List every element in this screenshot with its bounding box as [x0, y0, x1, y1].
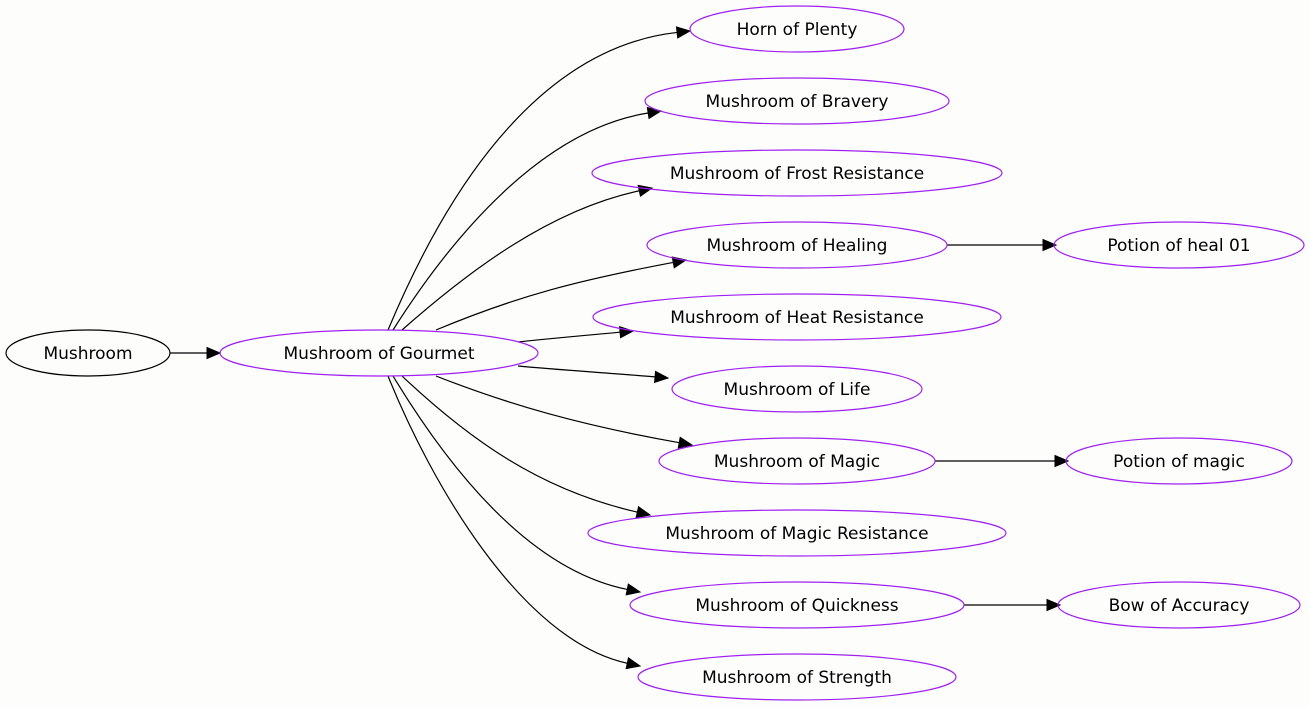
node-label: Mushroom of Magic [714, 452, 880, 472]
edge-healing-to-heal01 [947, 238, 1058, 252]
node-label: Potion of magic [1113, 452, 1245, 472]
node-ellipse [591, 149, 1003, 197]
edge-arrowhead [635, 505, 652, 519]
edge-arrowhead [675, 26, 692, 39]
edge-quickness-to-bow [964, 598, 1062, 612]
node-label: Mushroom of Gourmet [284, 344, 475, 364]
node-ellipse [644, 77, 950, 125]
node-ellipse [637, 653, 957, 701]
edge-gourmet-to-horn [387, 26, 692, 331]
edge-arrowhead [1054, 454, 1070, 468]
node-label: Mushroom of Frost Resistance [670, 164, 924, 184]
edge-line [435, 375, 680, 444]
edge-magic-to-potionmagic [935, 454, 1070, 468]
edge-line [392, 375, 628, 591]
node-strength: Mushroom of Strength [637, 653, 957, 701]
node-ellipse [592, 293, 1002, 341]
node-label: Mushroom [43, 344, 132, 364]
node-mushroom: Mushroom [5, 329, 171, 377]
edge-gourmet-to-life [517, 365, 670, 384]
edge-gourmet-to-strength [387, 375, 642, 670]
node-label: Mushroom of Bravery [706, 92, 889, 112]
edge-gourmet-to-quickness [392, 375, 642, 596]
edge-arrowhead [1046, 598, 1062, 612]
node-bravery: Mushroom of Bravery [644, 77, 950, 125]
edge-line [435, 261, 674, 331]
edges-layer [170, 26, 1070, 670]
node-horn: Horn of Plenty [689, 5, 905, 53]
edge-line [387, 31, 678, 331]
node-label: Mushroom of Life [724, 380, 871, 400]
edge-arrowhead [625, 583, 642, 596]
node-ellipse [5, 329, 171, 377]
node-label: Mushroom of Heat Resistance [670, 308, 924, 328]
node-ellipse [219, 329, 539, 377]
node-gourmet: Mushroom of Gourmet [219, 329, 539, 377]
node-heat: Mushroom of Heat Resistance [592, 293, 1002, 341]
node-label: Bow of Accuracy [1109, 596, 1250, 616]
node-life: Mushroom of Life [671, 365, 923, 413]
edge-line [392, 112, 649, 331]
node-ellipse [1053, 221, 1305, 269]
node-ellipse [671, 365, 923, 413]
edge-gourmet-to-frost [401, 184, 654, 331]
node-healing: Mushroom of Healing [646, 221, 948, 269]
node-potionmagic: Potion of magic [1065, 437, 1293, 485]
node-ellipse [646, 221, 948, 269]
node-ellipse [658, 437, 936, 485]
node-label: Mushroom of Strength [702, 668, 892, 688]
node-label: Potion of heal 01 [1107, 236, 1250, 256]
node-label: Mushroom of Magic Resistance [665, 524, 928, 544]
node-quickness: Mushroom of Quickness [629, 581, 965, 629]
node-ellipse [1065, 437, 1293, 485]
node-label: Horn of Plenty [737, 20, 858, 40]
edge-gourmet-to-healing [435, 256, 688, 331]
node-magicres: Mushroom of Magic Resistance [587, 509, 1007, 557]
node-label: Mushroom of Quickness [695, 596, 898, 616]
edge-arrowhead [1042, 238, 1058, 252]
edge-line [517, 331, 621, 343]
edge-gourmet-to-magicres [401, 375, 652, 519]
edge-gourmet-to-magic [435, 375, 694, 449]
node-ellipse [1057, 581, 1301, 629]
node-label: Mushroom of Healing [707, 236, 888, 256]
node-frost: Mushroom of Frost Resistance [591, 149, 1003, 197]
edge-mushroom-to-gourmet [170, 346, 222, 360]
nodes-layer: Mushroom Mushroom of Gourmet Horn of Plent… [5, 5, 1305, 701]
node-ellipse [689, 5, 905, 53]
edge-line [387, 375, 628, 664]
node-ellipse [629, 581, 965, 629]
edge-line [401, 190, 640, 331]
edge-line [517, 365, 656, 378]
edge-gourmet-to-heat [517, 326, 635, 343]
edge-arrowhead [637, 184, 654, 197]
edge-arrowhead [677, 436, 694, 449]
node-magic: Mushroom of Magic [658, 437, 936, 485]
node-heal01: Potion of heal 01 [1053, 221, 1305, 269]
edge-arrowhead [654, 370, 670, 384]
node-ellipse [587, 509, 1007, 557]
edge-arrowhead [625, 657, 642, 670]
node-bow: Bow of Accuracy [1057, 581, 1301, 629]
edge-line [401, 375, 638, 513]
edge-arrowhead [206, 346, 222, 360]
